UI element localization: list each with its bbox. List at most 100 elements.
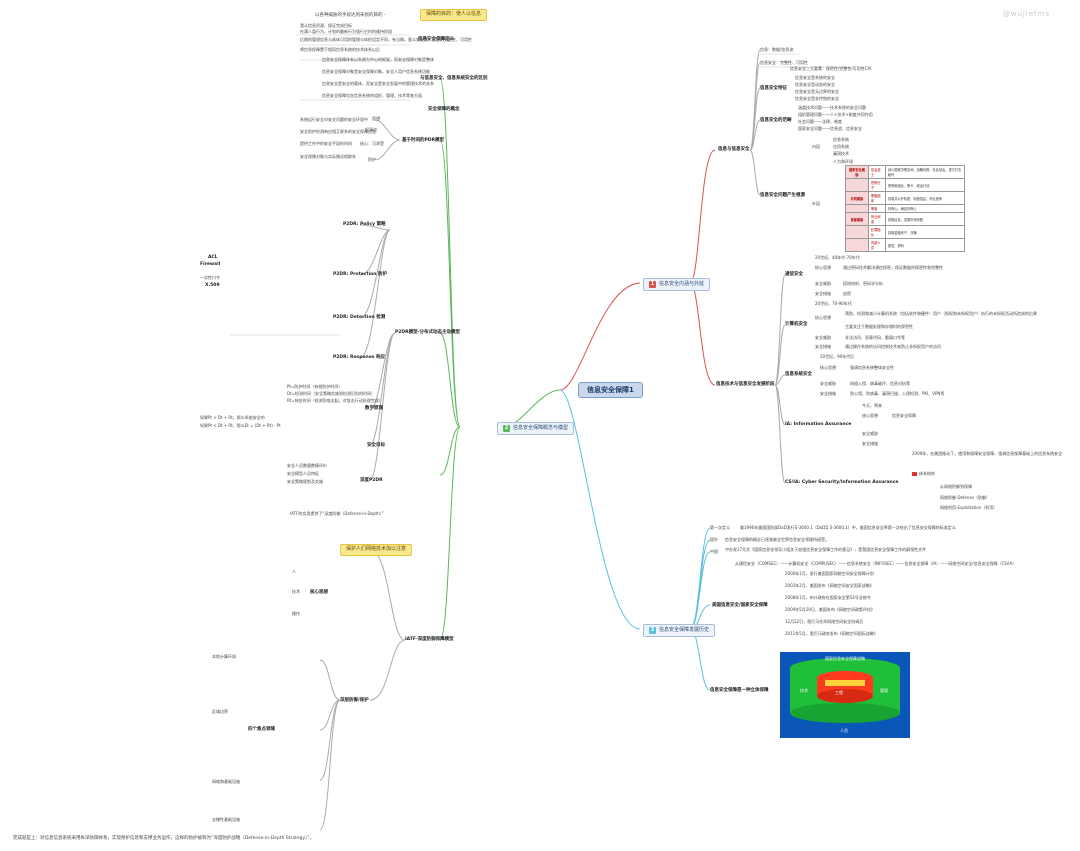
cs-item-label: 体系结构 xyxy=(919,471,935,476)
comm-item: 加密 xyxy=(843,291,851,296)
roots-title[interactable]: 信息安全问题产生根源 xyxy=(760,193,805,198)
compsec-item: 通过操作系统的访问控制技术来防止非授权用户的访问 xyxy=(845,344,941,349)
rel-title[interactable]: 与信息安全、信息系统安全的区别 xyxy=(420,76,488,81)
hist-event: 2011年5月，奥巴马政府发布《网络空间国际战略》 xyxy=(785,631,878,636)
pdr-item: 核心：可承受 xyxy=(360,141,384,146)
iatf-network: 网络和基础设施 xyxy=(212,779,240,784)
hist-event: 2008年1月，布什政府在国家安全第54号总统令 xyxy=(785,595,871,600)
goal-prefix: 以各种威胁的手段达到未损的目的 - xyxy=(315,13,386,18)
hist-first-text: 美1996年美国国防部DoD发行S-3600.1（DoDD S-3600.1）中… xyxy=(740,525,956,530)
model-title[interactable]: 信息安全保障是一种立体保障 xyxy=(710,688,769,693)
infosys-title[interactable]: 信息系统安全 xyxy=(785,372,812,377)
threat-desc: 窃取并公开机密、制造混乱、商业竞争 xyxy=(884,191,966,205)
cs-item: 从网络防御到保障 xyxy=(940,484,972,489)
flag-icon xyxy=(912,472,917,476)
threat-cat xyxy=(845,178,869,192)
branch-number: 3 xyxy=(649,627,656,634)
iatf-core[interactable]: 核心思想 xyxy=(310,590,328,595)
threat-cat xyxy=(845,238,869,252)
threat-desc: 恐慌和组合、等卡、政治行动 xyxy=(884,178,966,192)
info-item: 信息安全：完整性、可用性 xyxy=(760,60,808,65)
threat-table: 国家安全威胁信息战士减小国家决策空间、战略优势、社会动乱、进行打击破坏 恐怖分子… xyxy=(845,165,966,252)
info-title[interactable]: 信息与信息安全 xyxy=(718,147,750,152)
ia-item: 今天，将来 xyxy=(862,403,882,408)
policy-x509: X.509 xyxy=(205,283,220,288)
iatf-defense[interactable]: 深层防御/保护 xyxy=(340,698,369,703)
infosys-item: 强调信息系统整体安全性 xyxy=(850,365,894,370)
hist-china-label[interactable]: 中国 xyxy=(710,549,718,554)
hist-china-text: 中办发27号文《国家信息化领导小组关于加强信息安全保障工作的意见》，是我国信息安… xyxy=(725,547,927,552)
math-title[interactable]: 数学原理 xyxy=(365,406,383,411)
threat-desc: 报复、获利 xyxy=(884,238,966,252)
compsec-item: 安全威胁 xyxy=(815,335,831,340)
goal-highlight[interactable]: 保障的目的：使人以信息 xyxy=(420,9,488,21)
iatf-ops: 操作 xyxy=(292,611,300,616)
comm-title[interactable]: 通信安全 xyxy=(785,272,803,277)
model-layer: 技术 xyxy=(800,687,808,693)
p2dr-title[interactable]: P2DR模型-分布式动态主动模型 xyxy=(395,330,460,335)
scope-title[interactable]: 信息安全的范畴 xyxy=(760,118,792,123)
compsec-title[interactable]: 计算机安全 xyxy=(785,322,808,327)
stages-title[interactable]: 信息技术与信息安全发展阶段 xyxy=(716,382,775,387)
iatf-support: 支撑性基础设施 xyxy=(212,817,240,822)
threat-name: 黑客 xyxy=(867,204,886,213)
cs-item: 2009年，在美国推动下，使用和保障安全保障，强调信息保障基础上的信息系统安全 xyxy=(912,451,1063,456)
features-title[interactable]: 信息安全特征 xyxy=(760,86,787,91)
threat-desc: 好奇心、满足好奇心 xyxy=(884,204,966,213)
rel-item: 信息安全保障体系以系统为中心的框架，而安全保障对象是整体 xyxy=(322,57,434,62)
iatf-title[interactable]: IATF-深度防御保障模型 xyxy=(405,637,454,642)
threat-cat: 局部威胁 xyxy=(845,212,869,226)
iatf-intro: IATF的实用提供了“深度防御（Defense-in-Depth）” xyxy=(290,511,384,516)
formula: Dt=检测时间（安全策略实施到检测识别的时间） xyxy=(287,391,375,396)
formula: 如果Pt > Dt + Rt，那么系统安全的 xyxy=(200,415,265,420)
iatf-final: 完成就是上：对信息信息系统采用纵深防御体系，实现保护信息和支撑业务运作，这样的防… xyxy=(13,836,315,841)
comm-item: 通过密码技术解决通信保密，保证数据的保密性和完整性 xyxy=(843,265,943,270)
hist-comsec: 从通信安全（COMSEC）——计算机安全（COMPUSEC）——信息系统安全（I… xyxy=(735,561,1017,566)
safety-title[interactable]: 安全目标 xyxy=(367,443,385,448)
def-title[interactable]: 信息安全保障定义 xyxy=(418,37,454,42)
compsec-item: 20世纪，70-90年代 xyxy=(815,301,852,306)
def-item: 后期的管理信息与具体可用的管理与体检设定不同，有当情，意义安全性，信息的完整性，… xyxy=(300,37,472,42)
formula: 如果Pt < Dt + Rt，那么Et = (Dt + Rt) - Pt xyxy=(200,423,281,428)
cs-item: 网络防御-Defense（防御） xyxy=(940,495,990,500)
hist-usa-label[interactable]: 国外 xyxy=(710,537,718,542)
pdr-sub: 系统运行安全对安全问题的安全环境中 xyxy=(300,117,368,122)
scope: 组织管理问题——人+技术+制度共同作用 xyxy=(798,112,873,117)
scope: 国家安全问题——信息战、信息安全 xyxy=(798,126,862,131)
ipdrr-title[interactable]: 深度P2DR xyxy=(360,478,383,483)
def-item: 将信息保障置于相同信息系统的技术体系以后 xyxy=(300,47,380,52)
feature: 信息安全是动态的安全 xyxy=(795,82,835,87)
p2dr-detection[interactable]: P2DR: Detection 检测 xyxy=(333,315,386,320)
threat-cat xyxy=(845,204,869,213)
hist-first-label[interactable]: 第一次定义 xyxy=(710,525,730,530)
p2dr-policy[interactable]: P2DR: Policy 策略 xyxy=(343,222,386,227)
threat-name: 内部人员 xyxy=(867,238,886,252)
feature: 信息安全是非传统的安全 xyxy=(795,96,839,101)
formula: Rt=响应时间（检测到攻击起，对攻击行动处理完成） xyxy=(287,398,383,403)
hist-tree-title[interactable]: 美国信息安全/国家安全保障 xyxy=(712,603,768,608)
cs-title[interactable]: CS/IA: Cyber Security/Information Assura… xyxy=(785,480,899,485)
iatf-local: 本地计算环境 xyxy=(212,654,236,659)
iatf-highlight[interactable]: 保护人们网络技术加以注意 xyxy=(340,544,413,556)
iatf-tech: 技术 xyxy=(292,589,300,594)
root-topic[interactable]: 信息安全保障1 xyxy=(578,382,643,399)
comm-item: 20世纪、40年代-70年代 xyxy=(815,255,860,260)
concept-title[interactable]: 安全保障的概念 xyxy=(428,107,460,112)
policy-acl: ACL xyxy=(208,255,218,260)
model-layer: 管理 xyxy=(880,687,888,693)
branch-number: 2 xyxy=(503,425,510,432)
compsec-item: 预防、检测和减小计算机系统（包括软件和硬件）用户（授权和未授权用户）执行的未授权… xyxy=(845,311,1037,316)
branch-label: 信息安全保障发展历史 xyxy=(659,627,710,633)
p2dr-response[interactable]: P2DR: Response 响应 xyxy=(333,355,386,360)
hist-event: 2003年2月，美国发布《网络空间安全国家战略》 xyxy=(785,583,874,588)
p2dr-protection[interactable]: P2DR: Protection 防护 xyxy=(333,272,388,277)
pdr-title[interactable]: 基于时间的PDR模型 xyxy=(402,138,444,143)
feature: 信息安全是无边界的安全 xyxy=(795,89,839,94)
ia-title[interactable]: IA: Information Assurance xyxy=(785,422,852,427)
infosys-item: 防火墙、防病毒、漏洞扫描、入侵检测、PKI、VPN等 xyxy=(850,391,945,396)
comm-item: 安全威胁 xyxy=(815,281,831,286)
iatf-areas[interactable]: 四个焦点领域 xyxy=(248,727,275,732)
